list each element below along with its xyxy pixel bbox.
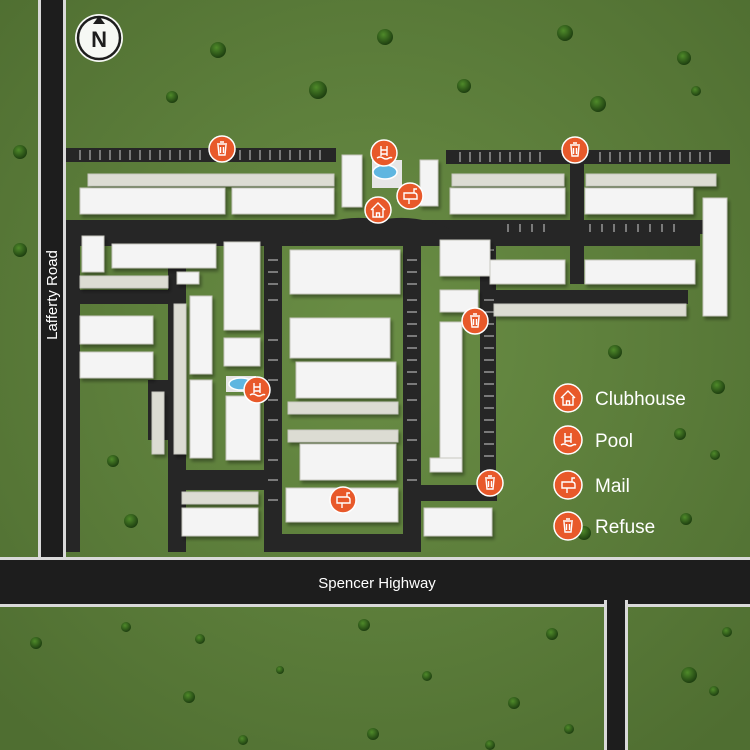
building [176, 271, 200, 285]
building [584, 187, 694, 215]
clubhouse-marker[interactable] [364, 196, 392, 224]
building [189, 379, 213, 459]
legend: Clubhouse Pool Mail Refuse [553, 383, 686, 541]
building [87, 173, 335, 187]
building [181, 507, 259, 537]
legend-item-refuse: Refuse [553, 511, 655, 541]
building [584, 259, 696, 285]
building [585, 173, 717, 187]
legend-label-refuse: Refuse [595, 517, 655, 538]
mail-marker[interactable] [329, 486, 357, 514]
building [231, 187, 335, 215]
building [151, 391, 165, 455]
pool-marker[interactable] [370, 139, 398, 167]
building [295, 361, 397, 399]
mail-marker[interactable] [396, 182, 424, 210]
building [223, 337, 261, 367]
compass-n-label: N [91, 27, 107, 52]
building [493, 303, 687, 317]
north-compass: N [75, 14, 123, 62]
mailbox-icon [553, 470, 583, 500]
trash-can-icon [553, 511, 583, 541]
building [181, 491, 259, 505]
legend-item-mail: Mail [553, 470, 630, 500]
legend-label-mail: Mail [595, 476, 630, 497]
building [451, 173, 565, 187]
building [299, 443, 397, 481]
building [489, 259, 566, 285]
building [189, 295, 213, 375]
building [287, 429, 399, 443]
building [287, 401, 399, 415]
legend-item-pool: Pool [553, 425, 633, 455]
pool-area [226, 160, 402, 392]
building [289, 317, 391, 359]
building [79, 275, 169, 289]
legend-label-pool: Pool [595, 431, 633, 452]
building [423, 507, 493, 537]
building [429, 457, 463, 473]
building [79, 351, 154, 379]
building [223, 241, 261, 331]
refuse-marker[interactable] [561, 136, 589, 164]
building [439, 321, 463, 471]
pool-marker[interactable] [243, 376, 271, 404]
building [225, 395, 261, 461]
building [79, 315, 154, 345]
building [439, 239, 491, 277]
building [439, 289, 479, 313]
building [702, 197, 728, 317]
legend-item-clubhouse: Clubhouse [553, 383, 686, 413]
building [341, 154, 363, 208]
trees [13, 25, 732, 750]
refuse-marker[interactable] [476, 469, 504, 497]
building [79, 187, 226, 215]
spencer-highway-label: Spencer Highway [318, 575, 436, 592]
building [289, 249, 401, 295]
pool-ladder-icon [553, 425, 583, 455]
refuse-marker[interactable] [208, 135, 236, 163]
refuse-marker[interactable] [461, 307, 489, 335]
house-icon [553, 383, 583, 413]
building [419, 159, 439, 207]
building [111, 243, 217, 269]
building [449, 187, 566, 215]
building [173, 303, 187, 455]
map-markers [208, 135, 589, 514]
apartment-buildings [79, 154, 728, 537]
lafferty-road-label: Lafferty Road [44, 250, 61, 340]
legend-label-clubhouse: Clubhouse [595, 389, 686, 410]
building [81, 235, 105, 273]
